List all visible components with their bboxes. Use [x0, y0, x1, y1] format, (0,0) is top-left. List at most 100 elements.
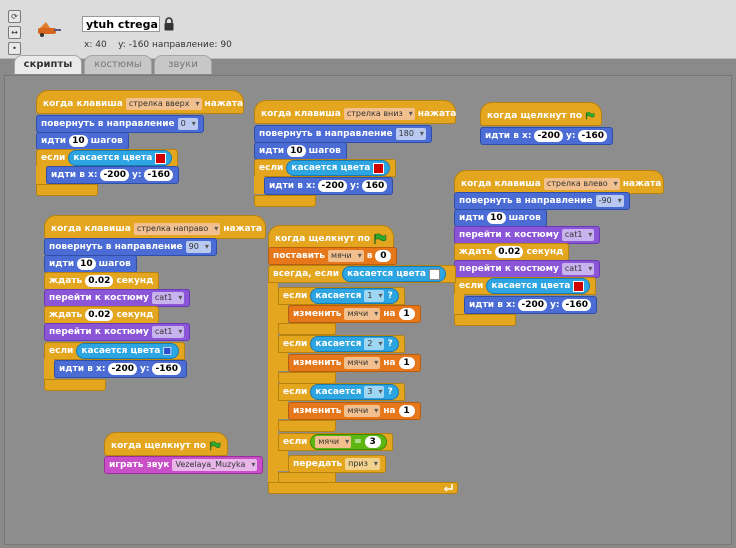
touching-color-condition[interactable]: касается цвета — [286, 160, 391, 176]
tab-scripts[interactable]: скрипты — [14, 55, 82, 74]
touching-sprite-condition[interactable]: касается 3 ? — [310, 384, 399, 400]
wait-input[interactable]: 0.02 — [85, 275, 114, 287]
block-goto-xy[interactable]: идти в x: -200 y: -160 — [46, 166, 179, 184]
tab-sounds[interactable]: звуки — [154, 55, 212, 74]
x-input[interactable]: -200 — [108, 363, 137, 375]
y-input[interactable]: 160 — [362, 180, 388, 192]
block-switch-costume[interactable]: перейти к костюму cat1 — [44, 323, 191, 341]
block-move-steps[interactable]: идти 10 шагов — [454, 209, 547, 227]
x-input[interactable]: -200 — [518, 299, 547, 311]
block-point-direction[interactable]: повернуть в направление 90 — [44, 238, 217, 256]
x-input[interactable]: -200 — [100, 169, 129, 181]
touching-color-condition[interactable]: касается цвета — [486, 278, 591, 294]
block-move-steps[interactable]: идти 10 шагов — [36, 132, 129, 150]
hat-when-flag-clicked[interactable]: когда щелкнут по — [104, 432, 228, 456]
block-forever-if[interactable]: всегда, если касается цвета — [268, 265, 456, 283]
y-input[interactable]: -160 — [578, 130, 607, 142]
block-if[interactable]: если касается цвета — [44, 342, 186, 360]
color-swatch[interactable] — [573, 280, 585, 292]
block-goto-xy[interactable]: идти в x: -200 y: 160 — [264, 177, 394, 195]
message-dropdown[interactable]: приз — [345, 458, 380, 470]
key-dropdown[interactable]: стрелка вниз — [343, 108, 415, 120]
color-swatch[interactable] — [163, 346, 173, 356]
variable-dropdown[interactable]: мячи — [344, 357, 381, 369]
block-if[interactable]: если касается цвета — [454, 277, 597, 295]
touching-color-condition[interactable]: касается цвета — [68, 150, 173, 166]
sprite-dropdown[interactable]: 1 — [364, 290, 385, 302]
block-point-direction[interactable]: повернуть в направление -90 — [454, 192, 630, 210]
value-input[interactable]: 1 — [398, 308, 415, 320]
block-switch-costume[interactable]: перейти к костюму cat1 — [454, 226, 601, 244]
color-swatch[interactable] — [429, 268, 440, 280]
value-input[interactable]: 1 — [398, 405, 415, 417]
sprite-name-field[interactable]: ytuh ctrega — [82, 16, 160, 32]
steps-input[interactable]: 10 — [77, 258, 96, 270]
block-wait[interactable]: ждать 0.02 секунд — [44, 306, 160, 324]
key-dropdown[interactable]: стрелка направо — [133, 223, 221, 235]
steps-input[interactable]: 10 — [487, 212, 506, 224]
block-switch-costume[interactable]: перейти к костюму cat1 — [454, 260, 601, 278]
key-dropdown[interactable]: стрелка вверх — [125, 98, 202, 110]
y-input[interactable]: -160 — [562, 299, 591, 311]
y-input[interactable]: -160 — [152, 363, 181, 375]
block-goto-xy[interactable]: идти в x: -200 y: -160 — [464, 296, 597, 314]
hat-when-key-pressed[interactable]: когда клавиша стрелка направо нажата — [44, 215, 266, 239]
costume-dropdown[interactable]: cat1 — [151, 292, 185, 304]
steps-input[interactable]: 10 — [287, 145, 306, 157]
y-input[interactable]: -160 — [144, 169, 173, 181]
flip-icon[interactable]: ↔ — [8, 26, 21, 39]
touching-sprite-condition[interactable]: касается 1 ? — [310, 288, 399, 304]
block-set-variable[interactable]: поставить мячи в 0 — [268, 247, 398, 265]
hat-when-flag-clicked[interactable]: когда щелкнут по — [268, 225, 394, 249]
value-input[interactable]: 1 — [398, 357, 415, 369]
x-input[interactable]: -200 — [318, 180, 347, 192]
block-if[interactable]: если касается 2 ? — [278, 335, 405, 353]
block-if[interactable]: если касается 3 ? — [278, 383, 405, 401]
equals-operator[interactable]: мячи = 3 — [310, 434, 387, 450]
touching-sprite-condition[interactable]: касается 2 ? — [310, 336, 399, 352]
variable-dropdown[interactable]: мячи — [344, 308, 381, 320]
x-input[interactable]: -200 — [534, 130, 563, 142]
block-point-direction[interactable]: повернуть в направление 180 — [254, 125, 432, 143]
block-change-variable[interactable]: изменить мячи на 1 — [288, 305, 421, 323]
hat-when-key-pressed[interactable]: когда клавиша стрелка вниз нажата — [254, 100, 456, 124]
variable-dropdown[interactable]: мячи — [327, 250, 364, 262]
block-wait[interactable]: ждать 0.02 секунд — [454, 243, 570, 261]
color-swatch[interactable] — [155, 152, 167, 164]
sound-dropdown[interactable]: Vezelaya_Muzyka — [172, 459, 258, 471]
block-change-variable[interactable]: изменить мячи на 1 — [288, 354, 421, 372]
block-move-steps[interactable]: идти 10 шагов — [44, 255, 137, 273]
direction-dropdown[interactable]: -90 — [595, 195, 624, 207]
block-if[interactable]: если мячи = 3 — [278, 433, 393, 451]
block-play-sound[interactable]: играть звук Vezelaya_Muzyka — [104, 456, 264, 474]
hat-when-key-pressed[interactable]: когда клавиша стрелка вверх нажата — [36, 90, 244, 114]
direction-dropdown[interactable]: 0 — [177, 118, 198, 130]
hat-when-key-pressed[interactable]: когда клавиша стрелка влево нажата — [454, 170, 664, 194]
block-if[interactable]: если касается цвета — [254, 159, 397, 177]
direction-dropdown[interactable]: 90 — [185, 241, 211, 253]
no-rotate-icon[interactable]: • — [8, 42, 21, 55]
block-switch-costume[interactable]: перейти к костюму cat1 — [44, 289, 191, 307]
block-move-steps[interactable]: идти 10 шагов — [254, 142, 347, 160]
value-input[interactable]: 3 — [364, 436, 381, 448]
color-swatch[interactable] — [373, 162, 385, 174]
block-wait[interactable]: ждать 0.02 секунд — [44, 272, 160, 290]
key-dropdown[interactable]: стрелка влево — [543, 178, 620, 190]
touching-color-condition[interactable]: касается цвета — [342, 266, 446, 282]
sprite-dropdown[interactable]: 3 — [364, 386, 385, 398]
sprite-dropdown[interactable]: 2 — [364, 338, 385, 350]
tab-costumes[interactable]: костюмы — [84, 55, 152, 74]
touching-color-condition[interactable]: касается цвета — [76, 343, 180, 359]
block-point-direction[interactable]: повернуть в направление 0 — [36, 115, 204, 133]
wait-input[interactable]: 0.02 — [495, 246, 524, 258]
rotate-icon[interactable]: ⟳ — [8, 10, 21, 23]
costume-dropdown[interactable]: cat1 — [561, 263, 595, 275]
steps-input[interactable]: 10 — [69, 135, 88, 147]
hat-when-flag-clicked[interactable]: когда щелкнут по — [480, 102, 602, 126]
wait-input[interactable]: 0.02 — [85, 309, 114, 321]
block-goto-xy[interactable]: идти в x: -200 y: -160 — [480, 127, 613, 145]
value-input[interactable]: 0 — [375, 250, 392, 262]
block-goto-xy[interactable]: идти в x: -200 y: -160 — [54, 360, 187, 378]
lock-icon[interactable] — [164, 17, 174, 31]
variable-dropdown[interactable]: мячи — [344, 405, 381, 417]
